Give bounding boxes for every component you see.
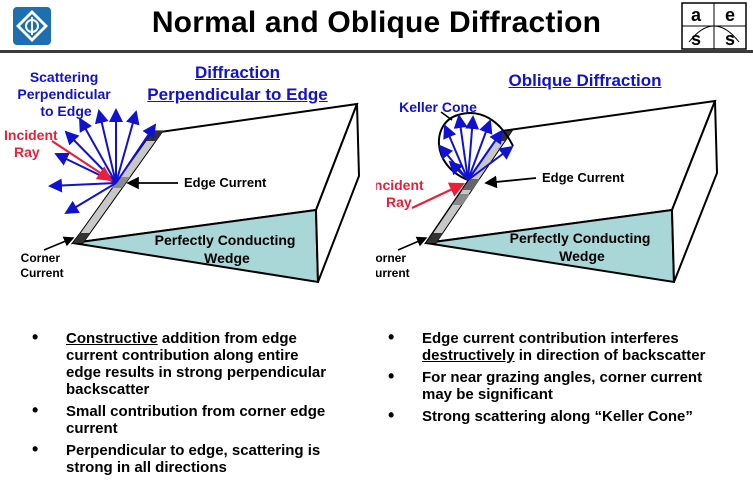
left-bullet-list: •Constructive addition from edge current… [32,327,332,481]
incident-label-line1: Incident [4,127,58,143]
oblique-diffraction-diagram: Keller Cone Incident Ray Edge Current Co… [376,99,719,284]
wedge-side-face [314,103,361,283]
aes-letter-a: a [691,5,702,25]
wedge-side-face-2 [670,100,719,283]
page-title: Normal and Oblique Diffraction [151,6,602,39]
svg-text:Corner Current: Corner Current [376,251,410,280]
aes-letter-s1: s [691,29,701,49]
left-heading-line2: Perpendicular to Edge [147,85,328,104]
keller-cone-label: Keller Cone [399,99,477,115]
corner-label-2-line2: Current [376,266,410,280]
left-heading: Diffraction Perpendicular to Edge [130,62,345,106]
right-heading: Oblique Diffraction [508,71,662,90]
title-divider [0,50,753,53]
incident-ray-arrow [51,140,113,182]
ieee-logo [10,4,54,48]
corner-current-pointer-2 [397,236,428,251]
edge-current-pointer-2 [484,175,537,189]
left-bullet-3: •Perpendicular to edge, scattering is st… [32,439,321,476]
svg-text:Incident Ray: Incident Ray [376,177,428,210]
aes-logo: a e s s [681,2,747,50]
svg-text:Corner Current: Corner Current [20,251,63,280]
incident-label-line2: Ray [14,144,40,160]
left-bullet-1: •Constructive addition from edge current… [32,327,327,398]
ieee-diamond-icon [13,7,51,45]
edge-current-label: Edge Current [184,175,267,190]
svg-text:Perfectly Conducting Wedge: Perfectly Conducting Wedge [510,230,655,264]
right-bullet-list: •Edge current contribution interferes de… [388,327,708,430]
corner-label-line2: Current [20,266,63,280]
scattering-label-line1: Scattering [30,69,98,85]
aes-letter-s2: s [725,29,735,49]
incident-label-2-line1: Incident [376,177,424,193]
left-bullet-2: •Small contribution from corner edge cur… [32,400,326,437]
keller-pointer [440,111,453,121]
svg-text:Scattering Perpendicular: Scattering Perpendicular to Edge [17,69,114,119]
aes-letter-e: e [725,5,735,25]
corner-current-pointer [43,236,75,251]
normal-diffraction-diagram: Scattering Perpendicular to Edge Inciden… [4,69,361,284]
edge-current-label-2: Edge Current [542,170,625,185]
scattering-label-line2: Perpendicular [17,86,111,102]
corner-label-2-line1: Corner [376,251,406,265]
incident-ray-arrow-2 [411,182,465,209]
scattering-label-line3: to Edge [40,103,92,119]
svg-text:Incident Ray: Incident Ray [4,127,62,160]
wedge-label-line2: Wedge [204,250,250,266]
right-bullet-1: •Edge current contribution interferes de… [388,327,706,364]
svg-text:Perfectly Conducting Wedge: Perfectly Conducting Wedge [155,232,300,266]
corner-label-line1: Corner [21,251,61,265]
right-bullet-2: •For near grazing angles, corner current… [388,366,703,403]
right-bullet-3: •Strong scattering along “Keller Cone” [388,405,693,425]
wedge-label-2-line2: Wedge [559,248,605,264]
keller-cone-arrows [438,114,514,181]
incident-label-2-line2: Ray [386,194,412,210]
left-heading-line1: Diffraction [195,63,280,82]
wedge-label-line1: Perfectly Conducting [155,232,296,248]
wedge-label-2-line1: Perfectly Conducting [510,230,651,246]
